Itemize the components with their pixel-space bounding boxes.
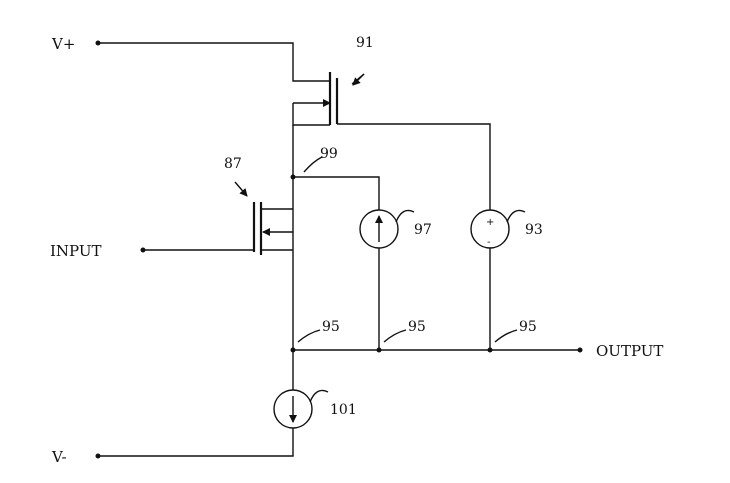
current-source-97-leader [395, 209, 415, 223]
voltage-plus-sign: + [486, 217, 494, 228]
v-plus-label: V+ [51, 35, 75, 53]
output-terminal-dot [577, 347, 583, 353]
v-plus-wire [98, 42, 330, 82]
transistor-87-pointer-arrow [234, 181, 248, 197]
ref-91-label: 91 [356, 35, 374, 51]
ref-95-left-label: 95 [322, 319, 340, 335]
output-label: OUTPUT [596, 342, 663, 360]
current-source-101 [95, 350, 329, 459]
node-99-leader [303, 156, 323, 173]
ref-93-label: 93 [525, 222, 543, 238]
ref-99-label: 99 [320, 146, 338, 162]
ref-87-label: 87 [224, 156, 242, 172]
voltage-source-93: + - [470, 209, 526, 350]
node-95-right-leader [494, 329, 518, 343]
node-95-mid-dot [376, 347, 382, 353]
node-99-branch-wire [293, 176, 380, 210]
input-label: INPUT [50, 242, 102, 260]
transistor-91-pointer-arrow [352, 73, 365, 86]
output-bus [290, 329, 583, 353]
node-95-right-dot [487, 347, 493, 353]
v-minus-wire [98, 428, 294, 457]
transistor-91-source-wire [292, 103, 330, 126]
ref-95-right-label: 95 [519, 319, 537, 335]
current-source-97 [359, 209, 415, 350]
ref-101-label: 101 [330, 402, 357, 418]
ref-95-mid-label: 95 [408, 319, 426, 335]
voltage-minus-sign: - [487, 237, 491, 248]
node-95-mid-leader [383, 329, 407, 343]
v-plus-rail [95, 40, 330, 82]
ref-97-label: 97 [414, 222, 432, 238]
node-95-left-leader [297, 329, 321, 343]
transistor-91-gate-wire [337, 123, 491, 210]
transistor-91 [292, 72, 491, 210]
v-minus-label: V- [51, 448, 67, 466]
current-source-101-leader [309, 389, 329, 403]
input-terminal-dot [140, 247, 146, 253]
node-99 [290, 125, 380, 350]
v-minus-terminal-dot [95, 453, 101, 459]
voltage-source-93-leader [506, 209, 526, 223]
transistor-87 [140, 181, 293, 255]
